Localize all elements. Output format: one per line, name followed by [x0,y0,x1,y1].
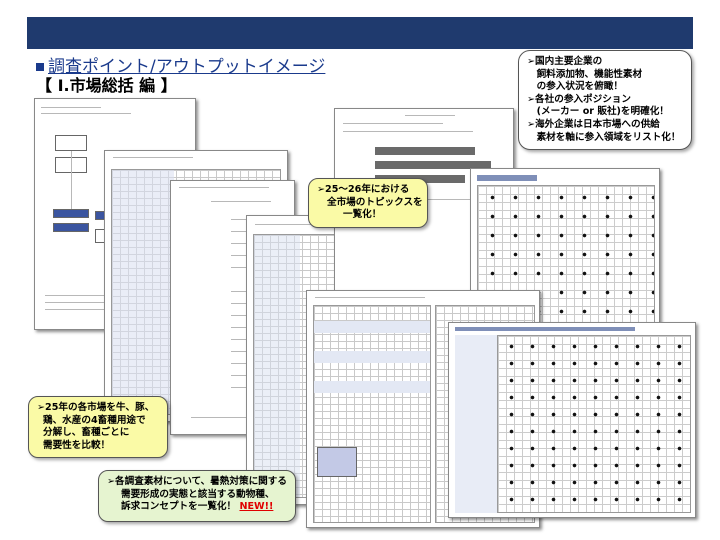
new-badge: NEW!! [239,501,274,513]
callout-line: の参入状況を俯瞰！ [527,81,623,93]
callout-line: ➢各調査素材について、暑熱対策に関する [107,476,287,487]
section-title: 【 Ⅰ.市場総括 編 】 [36,76,177,95]
callout-line: (メーカー or 販社)を明確化！ [527,106,669,118]
callout-line: 素材を軸に参入領域をリスト化！ [527,131,681,143]
callout-topics: ➢25〜26年における 全市場のトピックスを 一覧化！ [308,178,428,228]
callout-livestock-demand: ➢25年の各市場を牛、豚、 鶏、水産の4畜種用途で 分解し、畜種ごとに 需要性を… [28,396,168,458]
callout-company-overview: ➢国内主要企業の 飼料添加物、機能性素材 の参入状況を俯瞰！ ➢各社の参入ポジシ… [518,50,692,150]
callout-line: 需要形成の実態と該当する動物種、 [121,488,275,500]
callout-line: 飼料添加物、機能性素材 [527,68,643,80]
document-page-entry-matrix [448,322,696,518]
callout-line: 需要性を比較！ [43,439,111,451]
callout-line: 訴求コンセプトを一覧化！ [121,501,237,513]
callout-line: 全市場のトピックスを [327,196,423,208]
callout-line: 一覧化！ [343,209,382,221]
callout-line: ➢25年の各市場を牛、豚、 [37,402,155,413]
page-title: 調査ポイント/アウトプットイメージ [36,52,325,77]
callout-line: ➢25〜26年における [317,184,410,195]
callout-line: ➢各社の参入ポジション [527,93,631,105]
callout-line: 分解し、畜種ごとに [43,427,130,439]
callout-line: 鶏、水産の4畜種用途で [43,414,146,426]
square-bullet-icon [36,63,44,71]
callout-line: ➢国内主要企業の [527,56,603,67]
callout-line: ➢海外企業は日本市場への供給 [527,118,660,130]
header-bar [27,17,693,49]
callout-heat-stress: ➢各調査素材について、暑熱対策に関する 需要形成の実態と該当する動物種、 訴求コ… [98,470,296,522]
